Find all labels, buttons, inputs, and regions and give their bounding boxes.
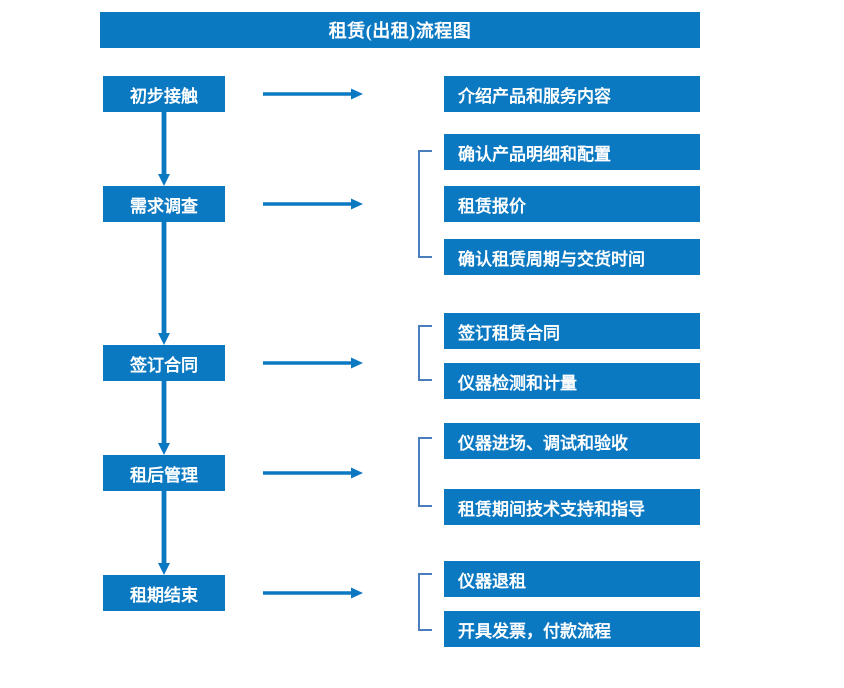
chart-title: 租赁(出租)流程图 xyxy=(100,12,700,48)
arrow-right-2 xyxy=(263,197,363,211)
detail-box-4[interactable]: 确认租赁周期与交货时间 xyxy=(444,239,700,275)
detail-box-7[interactable]: 仪器进场、调试和验收 xyxy=(444,423,700,459)
stage-box-2[interactable]: 需求调查 xyxy=(103,186,225,222)
detail-box-1[interactable]: 介绍产品和服务内容 xyxy=(444,76,700,112)
detail-box-5[interactable]: 签订租赁合同 xyxy=(444,313,700,349)
arrow-down-4 xyxy=(157,491,171,575)
arrow-down-1 xyxy=(157,112,171,186)
group-bracket-2 xyxy=(418,325,432,381)
group-bracket-1 xyxy=(418,150,432,258)
arrow-right-icon xyxy=(263,357,363,369)
arrow-down-icon xyxy=(158,112,170,186)
detail-box-3[interactable]: 租赁报价 xyxy=(444,186,700,222)
stage-box-4[interactable]: 租后管理 xyxy=(103,455,225,491)
detail-box-8[interactable]: 租赁期间技术支持和指导 xyxy=(444,489,700,525)
arrow-right-1 xyxy=(263,87,363,101)
group-bracket-4 xyxy=(418,573,432,631)
arrow-down-icon xyxy=(158,491,170,575)
arrow-down-2 xyxy=(157,222,171,345)
detail-box-2[interactable]: 确认产品明细和配置 xyxy=(444,134,700,170)
detail-box-6[interactable]: 仪器检测和计量 xyxy=(444,363,700,399)
detail-box-9[interactable]: 仪器退租 xyxy=(444,561,700,597)
detail-box-10[interactable]: 开具发票，付款流程 xyxy=(444,611,700,647)
stage-box-5[interactable]: 租期结束 xyxy=(103,575,225,611)
arrow-right-3 xyxy=(263,356,363,370)
arrow-right-5 xyxy=(263,586,363,600)
stage-box-3[interactable]: 签订合同 xyxy=(103,345,225,381)
arrow-down-icon xyxy=(158,381,170,455)
arrow-right-icon xyxy=(263,198,363,210)
arrow-right-4 xyxy=(263,466,363,480)
arrow-right-icon xyxy=(263,88,363,100)
stage-box-1[interactable]: 初步接触 xyxy=(103,76,225,112)
arrow-right-icon xyxy=(263,467,363,479)
arrow-right-icon xyxy=(263,587,363,599)
group-bracket-3 xyxy=(418,437,432,507)
arrow-down-3 xyxy=(157,381,171,455)
arrow-down-icon xyxy=(158,222,170,345)
